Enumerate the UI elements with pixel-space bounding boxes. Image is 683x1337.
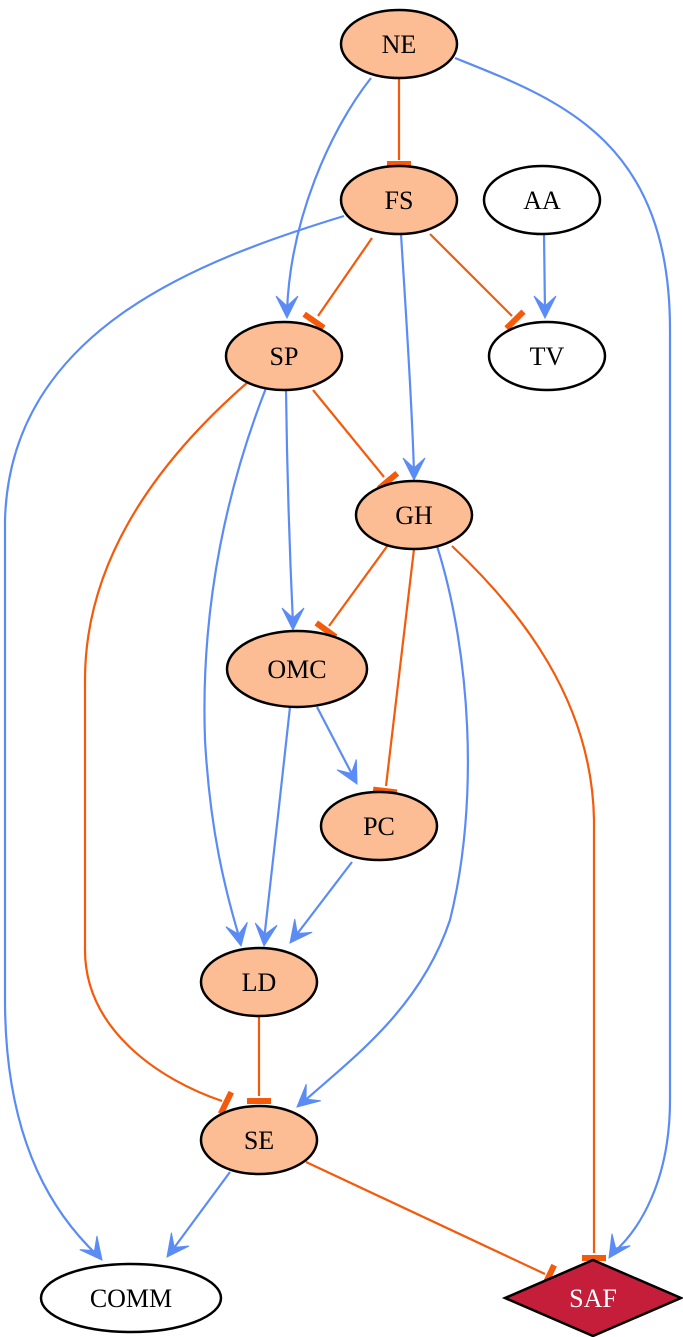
node-label: COMM: [90, 1284, 172, 1313]
inhibition-edge-line: [305, 1161, 546, 1275]
activation-edge-line: [170, 1171, 231, 1253]
node-comm[interactable]: COMM: [39, 1262, 223, 1334]
node-ld[interactable]: LD: [199, 946, 319, 1018]
activation-edge-line: [399, 233, 416, 475]
arrowhead-icon: [79, 1235, 103, 1261]
edge-ne-to-fs: [387, 78, 411, 167]
activation-edge-line: [203, 387, 268, 941]
inhibition-edge-line: [312, 389, 385, 478]
node-shape-ellipse: [354, 479, 474, 551]
node-shape-ellipse: [199, 946, 319, 1018]
node-label: AA: [523, 186, 561, 215]
node-label: SP: [270, 342, 299, 371]
edge-fs-to-comm: [3, 214, 345, 1261]
node-shape-ellipse: [339, 8, 459, 80]
node-label: LD: [242, 968, 277, 997]
tee-bar-icon: [218, 1090, 234, 1116]
tee-bar-icon: [314, 620, 338, 640]
edge-se-to-saf: [305, 1161, 557, 1289]
edge-fs-to-gh: [399, 233, 426, 482]
inhibition-edge-line: [83, 381, 249, 1103]
activation-edge-line: [454, 56, 672, 1255]
node-label: NE: [382, 30, 417, 59]
node-shape-ellipse: [482, 164, 602, 236]
node-label: TV: [530, 342, 565, 371]
edge-sp-to-gh: [312, 389, 400, 491]
node-omc[interactable]: OMC: [225, 629, 369, 709]
node-shape-ellipse: [224, 320, 344, 392]
edge-gh-to-pc: [372, 548, 416, 796]
edge-sp-to-se: [83, 381, 249, 1116]
arrowhead-icon: [336, 759, 358, 785]
node-gh[interactable]: GH: [354, 479, 474, 551]
node-aa[interactable]: AA: [482, 164, 602, 236]
node-label: SAF: [569, 1284, 617, 1313]
arrowhead-icon: [608, 1233, 631, 1259]
edge-gh-to-omc: [314, 544, 389, 640]
node-fs[interactable]: FS: [339, 164, 459, 236]
inhibition-edge-line: [328, 544, 389, 627]
node-shape-ellipse: [199, 1104, 319, 1176]
activation-edge-line: [3, 214, 345, 1257]
node-saf[interactable]: SAF: [501, 1258, 683, 1337]
activation-edge-line: [284, 389, 295, 625]
activation-edge-line: [316, 706, 355, 779]
arrowhead-icon: [166, 1232, 190, 1258]
edge-fs-to-tv: [429, 233, 526, 331]
node-label: PC: [363, 812, 395, 841]
arrowhead-icon: [533, 295, 557, 320]
arrowhead-icon: [225, 921, 248, 948]
node-tv[interactable]: TV: [487, 320, 607, 392]
node-shape-diamond: [501, 1258, 683, 1337]
edge-ne-to-saf: [454, 56, 672, 1259]
node-shape-ellipse: [487, 320, 607, 392]
edge-aa-to-tv: [533, 233, 557, 320]
edge-pc-to-ld: [289, 861, 353, 944]
node-label: OMC: [267, 655, 326, 684]
edge-gh-to-saf: [451, 545, 606, 1261]
node-shape-ellipse: [319, 790, 439, 862]
arrowhead-icon: [281, 607, 305, 632]
nodes-layer: NE FS AA SP TV GH OMC PC LD SE COMM SAF: [39, 8, 683, 1337]
edge-ne-to-sp: [275, 77, 372, 320]
node-label: GH: [395, 501, 433, 530]
activation-edge-line: [542, 233, 547, 313]
edge-fs-to-sp: [302, 237, 373, 331]
arrowhead-icon: [289, 918, 313, 944]
arrowhead-icon: [402, 457, 426, 482]
inhibition-edge-line: [451, 545, 596, 1253]
node-se[interactable]: SE: [199, 1104, 319, 1176]
node-shape-ellipse: [225, 629, 369, 709]
edge-sp-to-ld: [203, 387, 268, 948]
node-sp[interactable]: SP: [224, 320, 344, 392]
edge-gh-to-se: [296, 545, 469, 1108]
arrowhead-icon: [275, 295, 299, 320]
inhibition-edge-line: [384, 548, 416, 787]
edge-se-to-comm: [166, 1171, 231, 1258]
edge-sp-to-omc: [281, 389, 305, 632]
activation-edge-line: [285, 77, 372, 313]
node-label: SE: [244, 1126, 274, 1155]
activation-edge-line: [262, 706, 292, 941]
activation-edge-line: [293, 861, 353, 939]
node-pc[interactable]: PC: [319, 790, 439, 862]
arrowhead-icon: [254, 922, 278, 948]
tee-bar-icon: [504, 309, 526, 331]
node-label: FS: [385, 186, 414, 215]
edge-omc-to-ld: [254, 706, 292, 948]
node-shape-ellipse: [39, 1262, 223, 1334]
tee-bar-icon: [302, 311, 326, 331]
edge-ld-to-se: [247, 1016, 271, 1104]
inhibition-edge-line: [429, 233, 513, 317]
node-ne[interactable]: NE: [339, 8, 459, 80]
inhibition-edge-line: [317, 237, 373, 317]
node-shape-ellipse: [339, 164, 459, 236]
arrowhead-icon: [296, 1084, 321, 1108]
activation-edge-line: [300, 545, 469, 1105]
edge-omc-to-pc: [316, 706, 358, 785]
edges-layer: [3, 56, 672, 1289]
